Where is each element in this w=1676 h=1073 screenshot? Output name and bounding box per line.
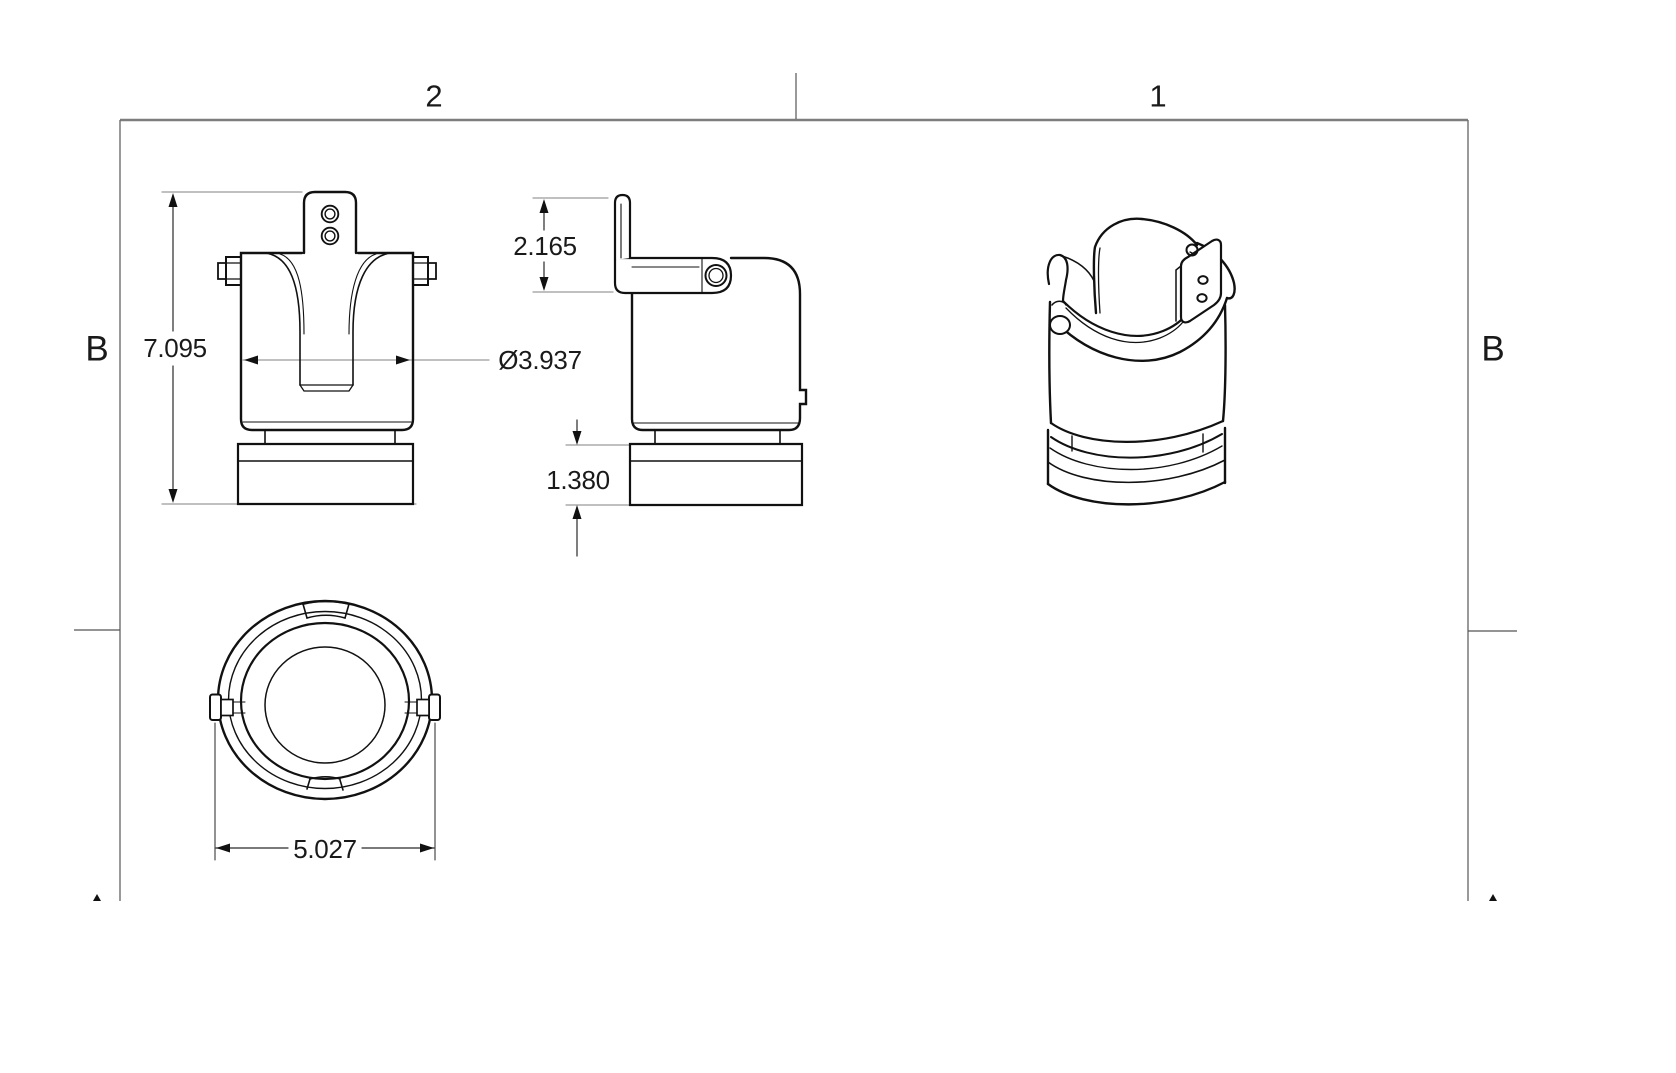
arrow-left (244, 355, 258, 365)
neck-edges (1071, 433, 1204, 453)
band-pin (1049, 315, 1071, 335)
pin-right (404, 693, 441, 721)
arrow-up (168, 193, 178, 207)
front-view (161, 190, 490, 506)
band-inner (227, 610, 423, 790)
tab-hole-top (320, 204, 340, 224)
band-notch-top (302, 600, 350, 605)
base-sides (1046, 426, 1227, 486)
zone-column-1-label: 1 (1149, 78, 1167, 114)
base-bottom-arc (1046, 480, 1227, 506)
bracket-hole-bottom (1196, 293, 1208, 303)
flange-top-arc (1050, 433, 1223, 459)
band-outer (216, 599, 434, 801)
dim-bracket-height: 2.165 (511, 231, 579, 261)
clipped-zone-letter-left (93, 894, 101, 901)
dim-overall-width: 5.027 (291, 834, 359, 864)
band-curl (1046, 253, 1069, 303)
trunnion-left (217, 256, 242, 286)
tab-hole-bottom (320, 226, 340, 246)
bracket-tab (1179, 238, 1223, 324)
body-outline (239, 251, 415, 432)
vertical-tab (613, 193, 632, 262)
pin-left (209, 693, 246, 721)
arrow-right (396, 355, 410, 365)
strap-arm (613, 256, 733, 295)
bottom-view (209, 599, 441, 861)
side-view (532, 193, 808, 557)
isometric-view (1046, 217, 1236, 506)
base (236, 442, 415, 506)
dim-outer-diameter: Ø3.937 (496, 345, 584, 375)
cylinder-right (1221, 303, 1227, 423)
cylinder-bottom-arc (1049, 419, 1225, 443)
slot-right (352, 252, 391, 386)
band-lower-edge (1056, 296, 1229, 362)
base (628, 442, 804, 507)
zone-row-b-right-label: B (1481, 329, 1505, 369)
band-notch-bottom (306, 778, 344, 791)
band-upper-edge (1061, 299, 1188, 337)
cylinder-wall (239, 621, 411, 781)
cylinder-left (1048, 300, 1053, 425)
strap-pin (704, 264, 728, 287)
dim-overall-height: 7.095 (141, 333, 209, 363)
bracket-pin (1185, 243, 1199, 257)
dome (1092, 217, 1199, 315)
neck (654, 429, 781, 445)
bore (264, 646, 386, 764)
zone-column-2-label: 2 (425, 78, 443, 114)
arrow-down (168, 489, 178, 503)
body-outline (630, 256, 808, 432)
clipped-zone-letter-right (1489, 894, 1497, 901)
ext-lines-width (214, 722, 436, 861)
bracket-hole-top (1197, 275, 1209, 285)
sheet-border (74, 73, 1517, 901)
base-divider-arc (1047, 459, 1226, 484)
zone-row-b-left-label: B (85, 329, 109, 369)
trunnion-right (412, 256, 437, 286)
neck (264, 429, 396, 445)
slot-left (265, 252, 301, 386)
dim-base-height: 1.380 (544, 465, 612, 495)
